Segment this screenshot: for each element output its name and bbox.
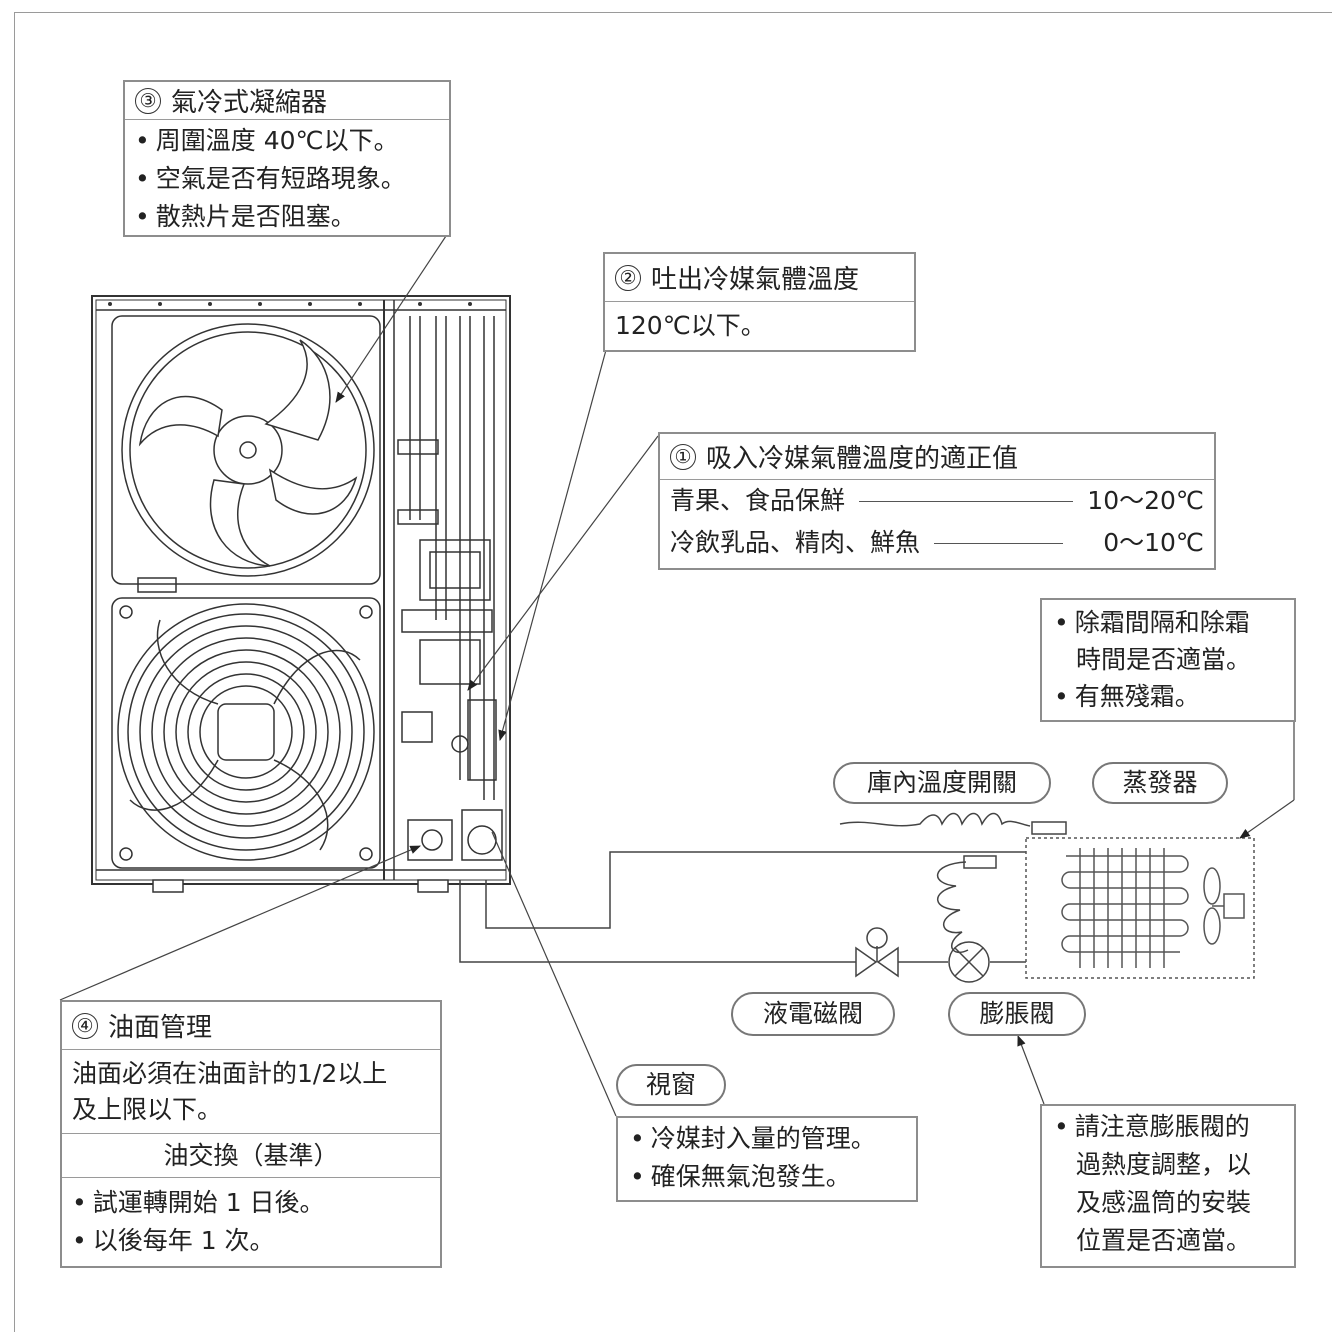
oil-subtitle: 油交換（基準） (62, 1134, 440, 1178)
solenoid-valve-label: 液電磁閥 (731, 992, 895, 1036)
oil-box: ④ 油面管理 油面必須在油面計的1/2以上 及上限以下。 油交換（基準） 試運轉… (60, 1000, 442, 1268)
oil-desc: 油面必須在油面計的1/2以上 及上限以下。 (62, 1050, 440, 1134)
oil-header: ④ 油面管理 (62, 1002, 440, 1050)
oil-title: 油面管理 (108, 1013, 213, 1043)
evaporator-unit (1025, 837, 1255, 979)
sight-item: 確保無氣泡發生。 (630, 1158, 904, 1196)
sight-glass-label: 視窗 (616, 1064, 726, 1106)
suction-title: 吸入冷媒氣體溫度的適正值 (706, 444, 1019, 474)
callout-number: ② (615, 264, 641, 291)
oil-item: 以後每年 1 次。 (72, 1222, 430, 1260)
thermostat-label: 庫內溫度開關 (833, 762, 1051, 804)
oil-item: 試運轉開始 1 日後。 (72, 1184, 430, 1222)
defrost-item: 除霜間隔和除霜 (1054, 604, 1282, 642)
evaporator-label: 蒸發器 (1092, 762, 1228, 804)
page-frame (14, 12, 1332, 1332)
suction-row-label: 冷飲乳品、精肉、鮮魚 (670, 528, 921, 557)
oil-desc-line: 油面必須在油面計的1/2以上 (72, 1059, 388, 1088)
leader-dash (934, 542, 1064, 544)
suction-box: ① 吸入冷媒氣體溫度的適正值 青果、食品保鮮 10～20℃ 冷飲乳品、精肉、鮮魚… (658, 432, 1216, 570)
expansion-note-box: 請注意膨脹閥的 過熱度調整，以 及感溫筒的安裝 位置是否適當。 (1040, 1104, 1296, 1268)
condenser-title: 氣冷式凝縮器 (171, 88, 328, 118)
suction-row-value: 10～20℃ (1087, 486, 1204, 515)
oil-desc-line: 及上限以下。 (72, 1095, 223, 1124)
sight-item: 冷媒封入量的管理。 (630, 1120, 904, 1158)
suction-row-value: 0～10℃ (1103, 528, 1204, 557)
discharge-title: 吐出冷媒氣體溫度 (651, 265, 860, 295)
suction-row-dairy: 冷飲乳品、精肉、鮮魚 0～10℃ (660, 522, 1214, 564)
suction-row-label: 青果、食品保鮮 (670, 486, 846, 515)
defrost-item: 有無殘霜。 (1054, 678, 1282, 716)
discharge-value: 120℃以下。 (615, 311, 766, 340)
discharge-box: ② 吐出冷媒氣體溫度 120℃以下。 (603, 252, 916, 352)
expansion-valve-label: 膨脹閥 (948, 992, 1086, 1036)
callout-number: ④ (72, 1012, 98, 1039)
condenser-item: 周圍溫度 40℃以下。 (135, 122, 439, 160)
defrost-item-cont: 時間是否適當。 (1076, 645, 1252, 674)
callout-number: ③ (135, 87, 161, 114)
condenser-item: 散熱片是否阻塞。 (135, 198, 439, 236)
expansion-note-line: 及感溫筒的安裝 (1076, 1188, 1252, 1217)
condensing-unit (91, 295, 511, 893)
expansion-note-line: 過熱度調整，以 (1076, 1150, 1252, 1179)
sight-glass-box: 冷媒封入量的管理。 確保無氣泡發生。 (616, 1116, 918, 1202)
suction-row-produce: 青果、食品保鮮 10～20℃ (660, 480, 1214, 522)
defrost-box: 除霜間隔和除霜 時間是否適當。 有無殘霜。 (1040, 598, 1296, 722)
condenser-box: ③ 氣冷式凝縮器 周圍溫度 40℃以下。 空氣是否有短路現象。 散熱片是否阻塞。 (123, 80, 451, 237)
expansion-note-line: 位置是否適當。 (1076, 1226, 1252, 1255)
discharge-header: ② 吐出冷媒氣體溫度 (605, 254, 914, 302)
condenser-item: 空氣是否有短路現象。 (135, 160, 439, 198)
suction-header: ① 吸入冷媒氣體溫度的適正值 (660, 434, 1214, 480)
condenser-header: ③ 氣冷式凝縮器 (125, 82, 449, 120)
callout-number: ① (670, 443, 696, 470)
expansion-note-line: 請注意膨脹閥的 (1054, 1108, 1282, 1146)
leader-lines (59, 235, 1295, 1117)
refrigerant-piping (459, 812, 1067, 983)
leader-dash (859, 500, 1074, 502)
